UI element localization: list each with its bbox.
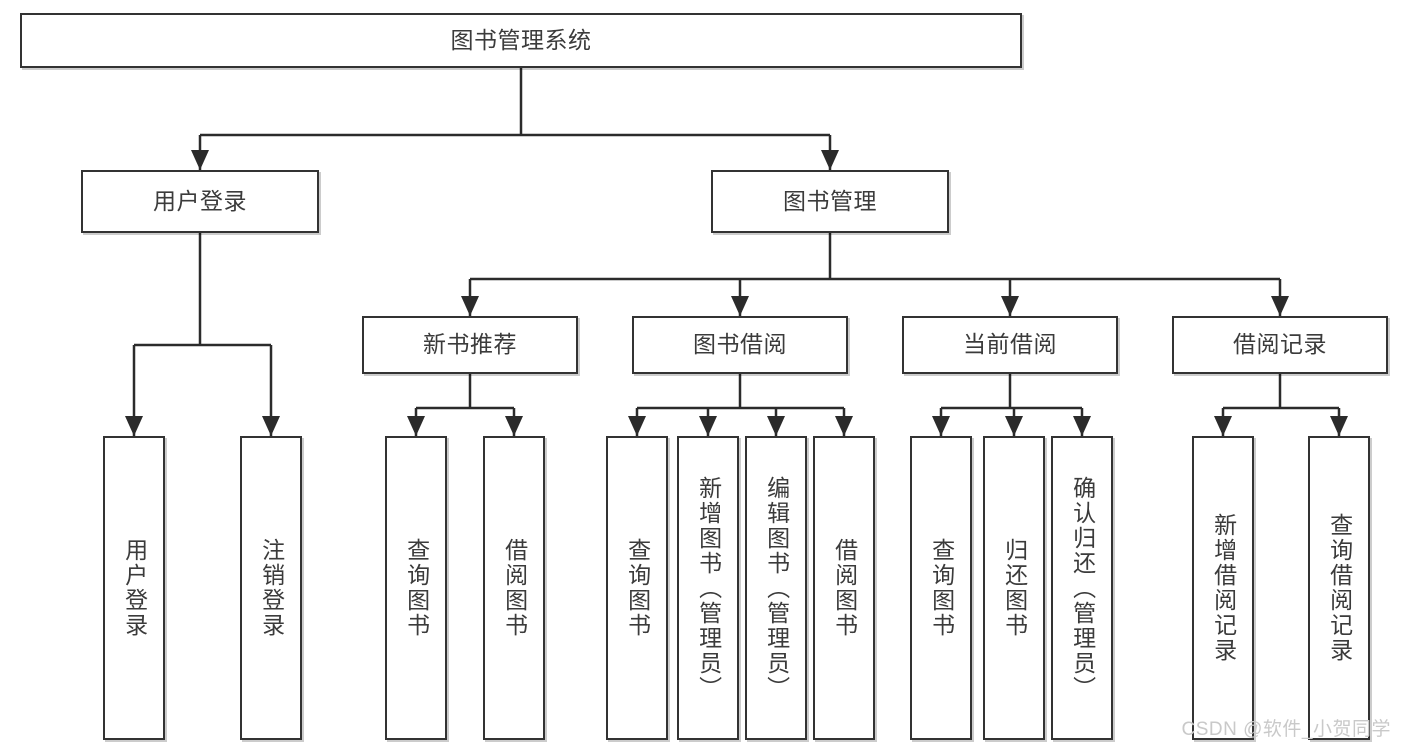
arrowhead-icon (699, 416, 717, 436)
node-book-manage[interactable]: 图书管理 (711, 170, 949, 233)
node-leaf-confirm[interactable]: 确认归还（管理员） (1051, 436, 1113, 740)
node-label: 当前借阅 (963, 331, 1057, 358)
arrowhead-icon (767, 416, 785, 436)
node-label: 归还图书 (1001, 538, 1028, 638)
watermark-label: CSDN @软件_小贺同学 (1181, 719, 1391, 740)
node-label: 新书推荐 (423, 331, 517, 358)
arrowhead-icon (1001, 296, 1019, 316)
arrowhead-icon (1330, 416, 1348, 436)
node-leaf-query-2[interactable]: 查询图书 (606, 436, 668, 740)
arrowhead-icon (628, 416, 646, 436)
arrowhead-icon (1214, 416, 1232, 436)
arrowhead-icon (932, 416, 950, 436)
arrowhead-icon (731, 296, 749, 316)
node-leaf-query-rec[interactable]: 查询借阅记录 (1308, 436, 1370, 740)
node-label: 查询图书 (624, 538, 651, 638)
node-label: 用户登录 (153, 187, 247, 214)
node-leaf-add-book[interactable]: 新增图书（管理员） (677, 436, 739, 740)
node-label: 确认归还（管理员） (1069, 475, 1096, 701)
node-leaf-user-login[interactable]: 用户登录 (103, 436, 165, 740)
arrowhead-icon (1005, 416, 1023, 436)
node-label: 注销登录 (258, 538, 285, 638)
node-leaf-add-rec[interactable]: 新增借阅记录 (1192, 436, 1254, 740)
node-label: 编辑图书（管理员） (763, 475, 790, 701)
node-leaf-logout[interactable]: 注销登录 (240, 436, 302, 740)
node-label: 用户登录 (121, 538, 148, 638)
arrowhead-icon (835, 416, 853, 436)
node-borrow-record[interactable]: 借阅记录 (1172, 316, 1388, 374)
node-label: 查询借阅记录 (1326, 513, 1353, 663)
node-label: 查询图书 (403, 538, 430, 638)
arrowhead-icon (407, 416, 425, 436)
arrowhead-icon (125, 416, 143, 436)
node-new-book-rec[interactable]: 新书推荐 (362, 316, 578, 374)
arrowhead-icon (461, 296, 479, 316)
node-label: 借阅记录 (1233, 331, 1327, 358)
arrowhead-icon (505, 416, 523, 436)
arrowhead-icon (262, 416, 280, 436)
node-label: 借阅图书 (831, 538, 858, 638)
node-label: 图书管理 (783, 187, 877, 214)
node-user-login[interactable]: 用户登录 (81, 170, 319, 233)
node-root[interactable]: 图书管理系统 (20, 13, 1022, 68)
arrowhead-icon (191, 150, 209, 170)
node-leaf-borrow-2[interactable]: 借阅图书 (813, 436, 875, 740)
arrowhead-icon (1073, 416, 1091, 436)
node-leaf-edit-book[interactable]: 编辑图书（管理员） (745, 436, 807, 740)
node-leaf-borrow-1[interactable]: 借阅图书 (483, 436, 545, 740)
node-label: 查询图书 (928, 538, 955, 638)
arrowhead-icon (821, 150, 839, 170)
node-leaf-query-3[interactable]: 查询图书 (910, 436, 972, 740)
node-label: 新增图书（管理员） (695, 475, 722, 701)
node-book-borrow[interactable]: 图书借阅 (632, 316, 848, 374)
node-current-borrow[interactable]: 当前借阅 (902, 316, 1118, 374)
node-leaf-return[interactable]: 归还图书 (983, 436, 1045, 740)
node-label: 图书借阅 (693, 331, 787, 358)
node-label: 借阅图书 (501, 538, 528, 638)
node-leaf-query-1[interactable]: 查询图书 (385, 436, 447, 740)
node-label: 新增借阅记录 (1210, 513, 1237, 663)
arrowhead-icon (1271, 296, 1289, 316)
node-label: 图书管理系统 (450, 26, 592, 53)
